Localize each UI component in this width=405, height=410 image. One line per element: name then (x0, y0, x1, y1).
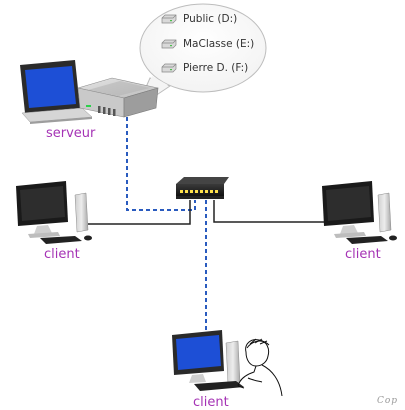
drive-label: Pierre D. (F:) (183, 62, 249, 74)
client-left-label: client (44, 247, 80, 262)
cable-switch-client-left (88, 200, 191, 225)
client-left-computer (16, 181, 92, 244)
drive-label: MaClasse (E:) (183, 38, 255, 50)
drive-maclasse: MaClasse (E:) (161, 38, 254, 50)
copyright-mark: Cop (377, 396, 399, 406)
drive-pierre: Pierre D. (F:) (161, 62, 248, 74)
client-right-computer (322, 181, 397, 244)
cable-server-switch (126, 117, 196, 211)
cable-switch-client-right (213, 200, 325, 223)
server-laptop (20, 60, 93, 124)
network-switch (176, 177, 229, 199)
hard-drive-icon (161, 39, 177, 49)
drive-public: Public (D:) (161, 13, 237, 25)
client-bottom-label: client (193, 395, 229, 410)
server-box (77, 77, 159, 118)
hard-drive-icon (161, 63, 177, 73)
client-right-label: client (345, 247, 381, 262)
client-bottom-computer (172, 330, 244, 391)
drive-label: Public (D:) (183, 13, 238, 25)
hard-drive-icon (161, 14, 177, 24)
server-label: serveur (46, 126, 96, 141)
user-sketch (237, 338, 283, 397)
